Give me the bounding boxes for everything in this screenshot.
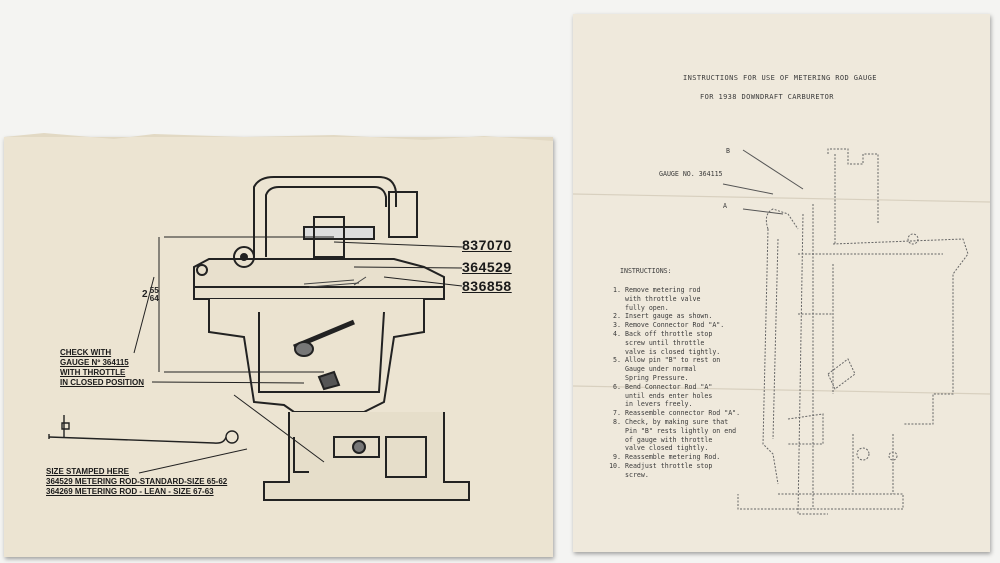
dimension-numerator: 55 [149, 286, 159, 295]
carburetor-sketch-drawing [572, 148, 991, 515]
right-instruction-sheet: INSTRUCTIONS FOR USE OF METERING ROD GAU… [572, 14, 991, 552]
step-number: 8. [613, 417, 621, 426]
size-note-line: 364269 METERING ROD - LEAN - SIZE 67-63 [46, 487, 214, 496]
size-note-line: SIZE STAMPED HERE [46, 467, 129, 476]
step-text: until ends enter holes [625, 391, 713, 400]
instruction-step-line: 5. Allow pin "B" to rest on [606, 356, 740, 365]
instruction-step-line: Spring Pressure. [606, 374, 740, 383]
step-text: Back off throttle stop [625, 329, 713, 338]
instruction-step-line: of gauge with throttle [606, 436, 740, 445]
instruction-step-line: valve closed tightly. [606, 444, 740, 453]
step-text: of gauge with throttle [625, 435, 713, 444]
step-text: Bend Connector Rod "A" [625, 382, 713, 391]
step-text: Remove metering rod [625, 286, 701, 294]
instructions-title-line-2: FOR 1938 DOWNDRAFT CARBURETOR [700, 93, 834, 101]
check-note-line: IN CLOSED POSITION [60, 378, 145, 387]
instruction-step-line: 4. Back off throttle stop [606, 330, 740, 339]
pin-label-a: A [723, 202, 727, 210]
size-note-line: 364529 METERING ROD-STANDARD-SIZE 65-62 [46, 477, 228, 486]
step-number: 4. [613, 329, 621, 338]
step-number: 3. [613, 321, 621, 330]
instruction-step-line: 9. Reassemble metering Rod. [606, 453, 740, 462]
instruction-step-line: 8. Check, by making sure that [606, 418, 740, 427]
instruction-step-line: valve is closed tightly. [606, 348, 740, 357]
instruction-step-line: 7. Reassemble connector Rod "A". [606, 409, 740, 418]
size-note: SIZE STAMPED HERE 364529 METERING ROD-ST… [46, 467, 227, 497]
step-text: with throttle valve [625, 294, 701, 303]
step-text: Gauge under normal [625, 365, 697, 374]
instruction-step-line: in levers freely. [606, 400, 740, 409]
step-number: 9. [613, 453, 621, 462]
pin-label-b: B [726, 147, 730, 155]
check-note: CHECK WITH GAUGE Nº 364115 WITH THROTTLE… [60, 348, 144, 388]
step-text: screw. [625, 470, 649, 479]
check-note-line: GAUGE Nº 364115 [60, 358, 129, 367]
step-text: Check, by making sure that [625, 417, 729, 426]
instruction-step-line: 6. Bend Connector Rod "A" [606, 383, 740, 392]
instruction-step-line: 1. Remove metering rod [606, 286, 740, 295]
part-number-836858: 836858 [462, 278, 512, 294]
step-text: in levers freely. [625, 400, 693, 409]
step-text: Reassemble connector Rod "A". [625, 409, 741, 418]
instruction-step-line: fully open. [606, 304, 740, 313]
check-note-line: CHECK WITH [60, 348, 112, 357]
instruction-step-line: 2. Insert gauge as shown. [606, 312, 740, 321]
instruction-step-line: Pin "B" rests lightly on end [606, 427, 740, 436]
step-text: Insert gauge as shown. [625, 312, 713, 321]
left-diagram-sheet: 837070 364529 836858 2 55 64 CHECK WITH … [4, 133, 553, 557]
dimension-whole: 2 [142, 289, 148, 301]
check-note-line: WITH THROTTLE [60, 368, 126, 377]
instruction-step-line: screw until throttle [606, 339, 740, 348]
instructions-title-line-1: INSTRUCTIONS FOR USE OF METERING ROD GAU… [683, 74, 877, 82]
step-text: valve is closed tightly. [625, 347, 721, 356]
step-text: screw until throttle [625, 338, 705, 347]
instruction-step-line: Gauge under normal [606, 365, 740, 374]
step-number: 10. [609, 461, 621, 470]
part-number-837070: 837070 [462, 237, 512, 253]
instruction-step-line: until ends enter holes [606, 392, 740, 401]
step-number: 6. [613, 382, 621, 391]
step-number: 2. [613, 312, 621, 321]
step-text: fully open. [625, 303, 669, 312]
dimension-label: 2 55 64 [142, 287, 159, 303]
step-number: 5. [613, 356, 621, 365]
step-number: 7. [613, 409, 621, 418]
dimension-denominator: 64 [149, 294, 159, 303]
step-text: Reassemble metering Rod. [625, 453, 721, 462]
instruction-step-line: with throttle valve [606, 295, 740, 304]
instruction-step-line: screw. [606, 471, 740, 480]
part-number-364529: 364529 [462, 259, 512, 275]
instruction-step-line: 3. Remove Connector Rod "A". [606, 321, 740, 330]
step-number: 1. [613, 286, 621, 294]
gauge-number-label: GAUGE NO. 364115 [659, 170, 723, 178]
step-text: Remove Connector Rod "A". [625, 321, 725, 330]
step-text: Readjust throttle stop [625, 461, 713, 470]
step-text: valve closed tightly. [625, 444, 709, 453]
carburetor-cutaway-drawing [4, 133, 553, 501]
step-text: Allow pin "B" to rest on [625, 356, 721, 365]
step-text: Spring Pressure. [625, 373, 689, 382]
step-text: Pin "B" rests lightly on end [625, 426, 737, 435]
instructions-heading: INSTRUCTIONS: [620, 267, 672, 275]
instruction-step-line: 10. Readjust throttle stop [606, 462, 740, 471]
